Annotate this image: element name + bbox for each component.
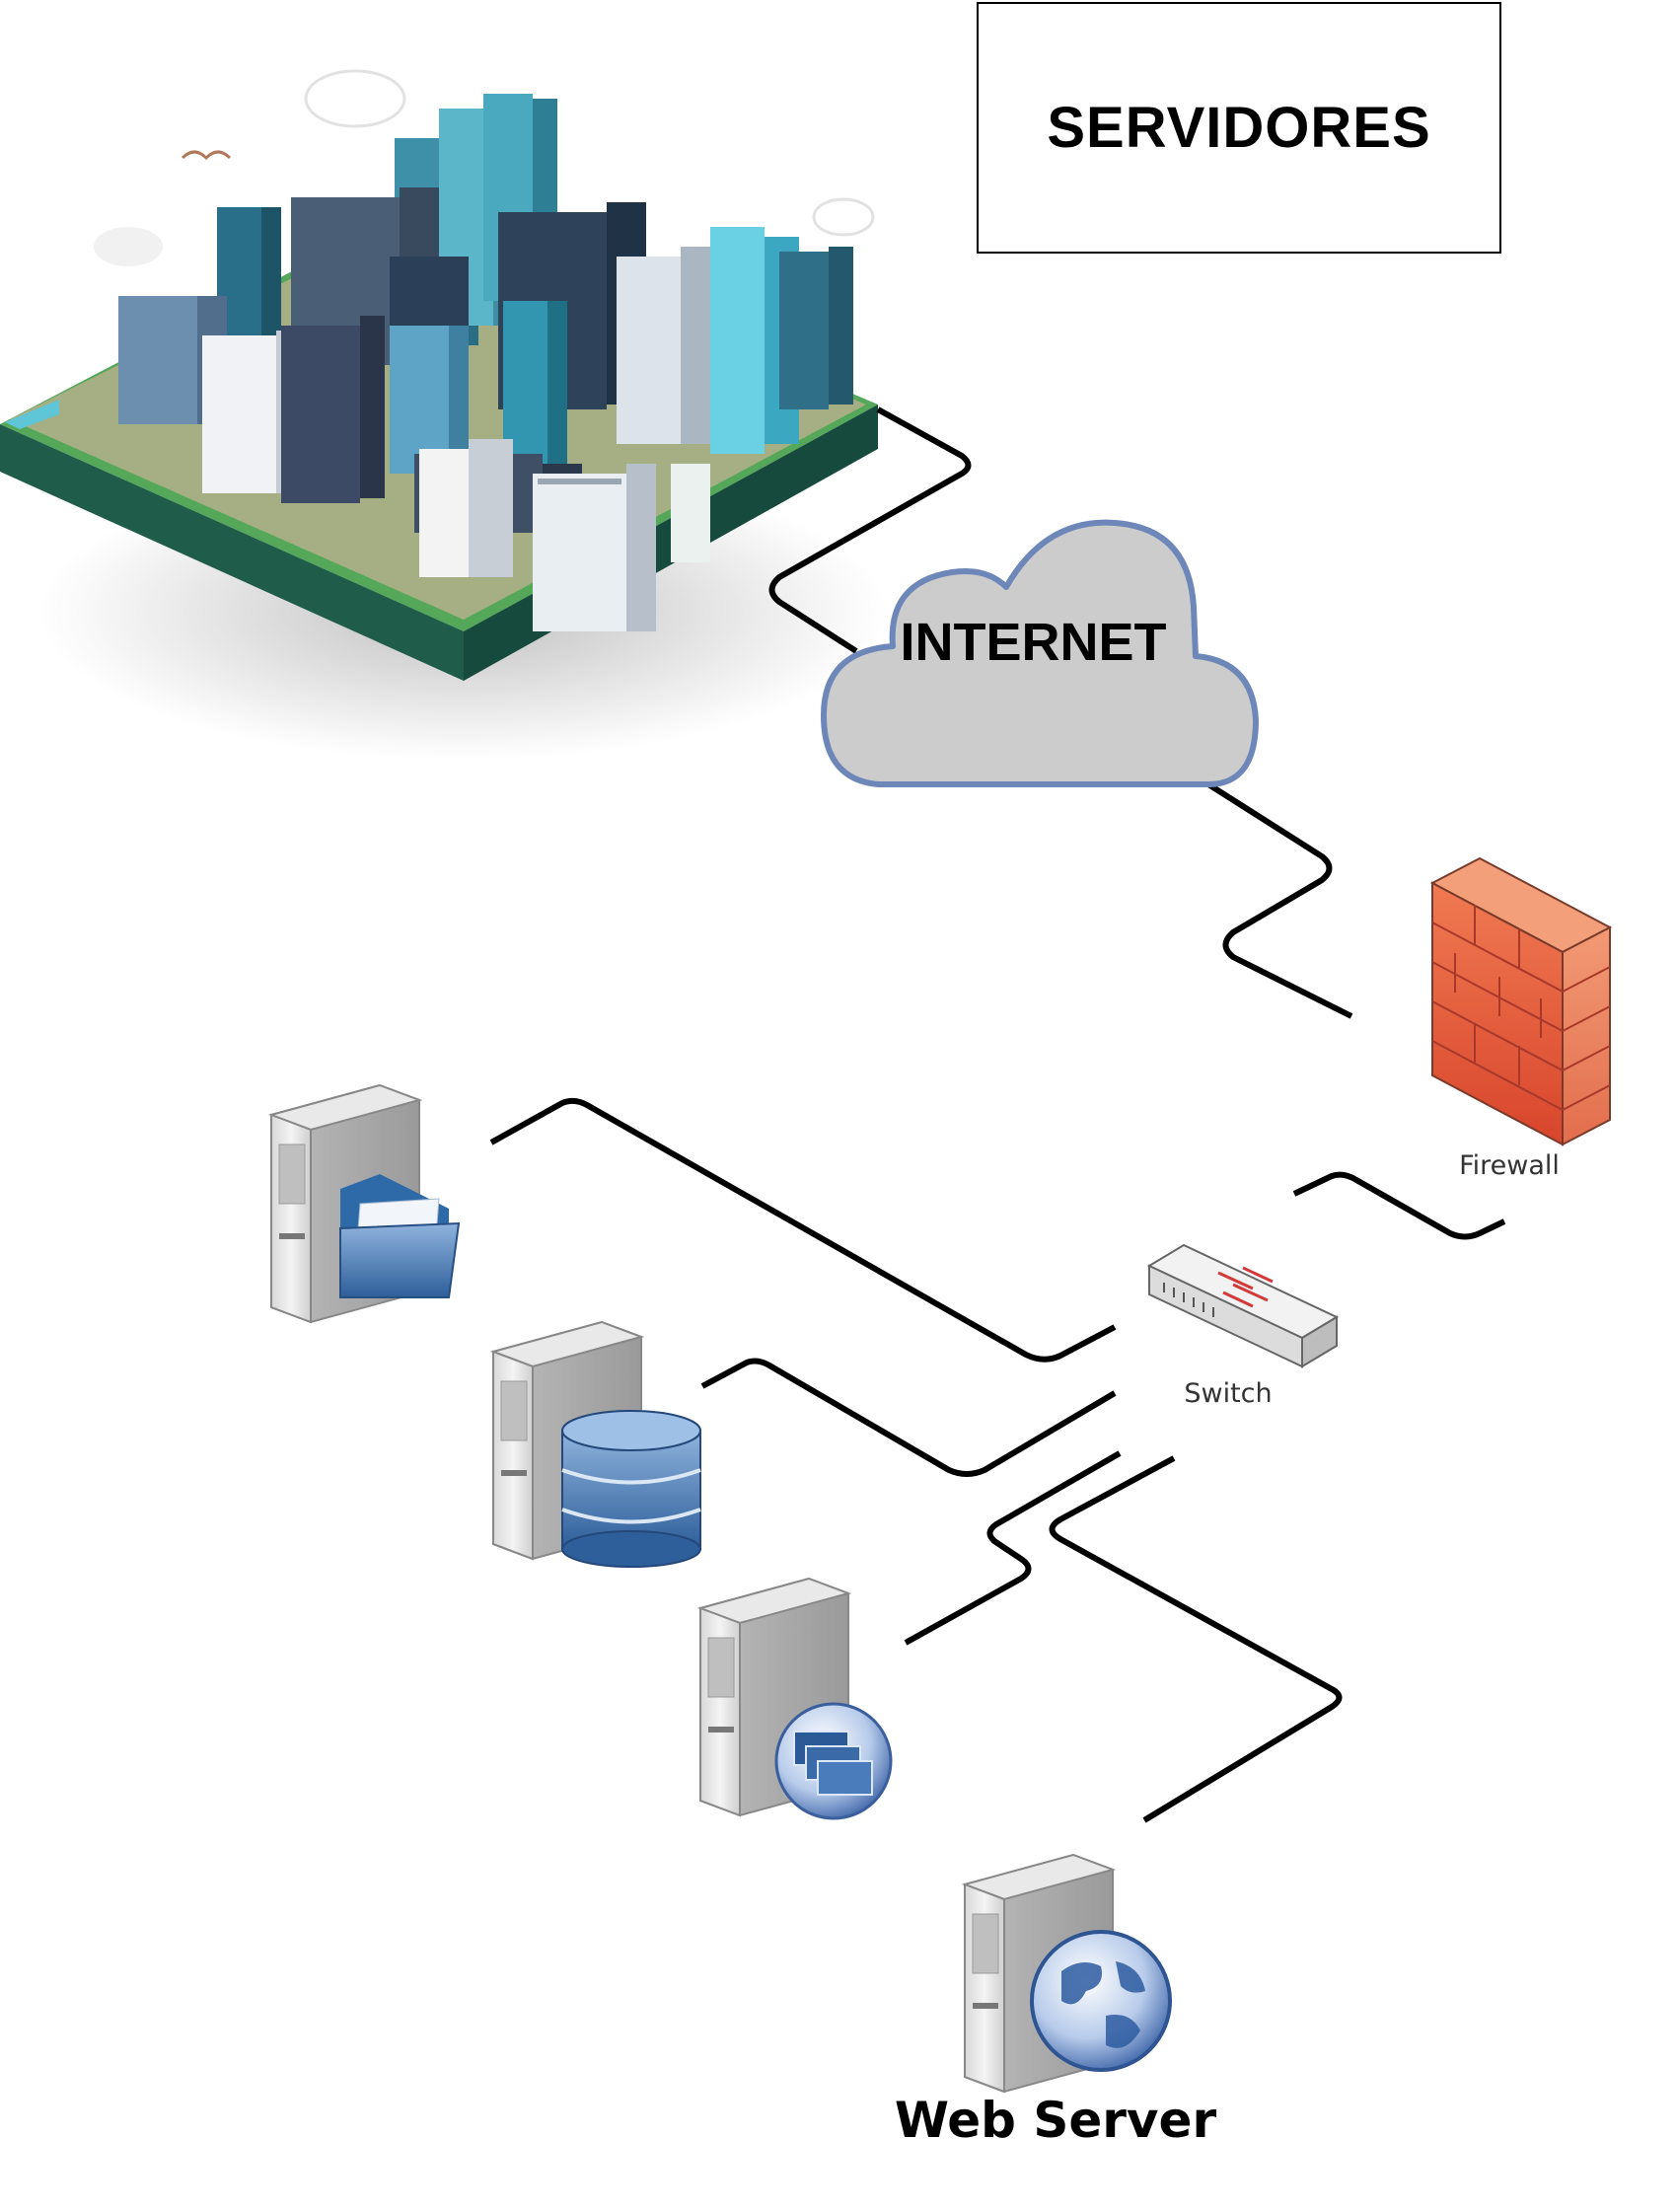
server-database-icon xyxy=(489,1320,701,1568)
link-switch-db-server xyxy=(700,1358,1117,1477)
city-block-icon xyxy=(0,69,888,760)
switch-label: Switch xyxy=(1184,1378,1273,1409)
switch-icon xyxy=(1146,1243,1340,1368)
diagram-title: SERVIDORES xyxy=(1047,96,1431,160)
server-folder-icon xyxy=(267,1083,461,1324)
link-internet-firewall xyxy=(1206,781,1353,1019)
connection-lines xyxy=(489,406,1506,1823)
link-switch-web-server xyxy=(1049,1455,1343,1823)
firewall-icon xyxy=(1429,856,1613,1146)
server-windows-icon xyxy=(696,1577,893,1820)
firewall-label: Firewall xyxy=(1459,1150,1560,1181)
link-firewall-switch xyxy=(1292,1171,1506,1240)
link-switch-app-server xyxy=(904,1450,1122,1646)
link-city-internet xyxy=(768,406,972,654)
title-box: SERVIDORES xyxy=(977,2,1501,254)
cloud-icon xyxy=(821,519,1259,787)
link-switch-file-server xyxy=(489,1097,1117,1363)
server-globe-icon xyxy=(961,1853,1172,2094)
web-server-label: Web Server xyxy=(894,2092,1217,2149)
internet-label: INTERNET xyxy=(900,613,1167,672)
